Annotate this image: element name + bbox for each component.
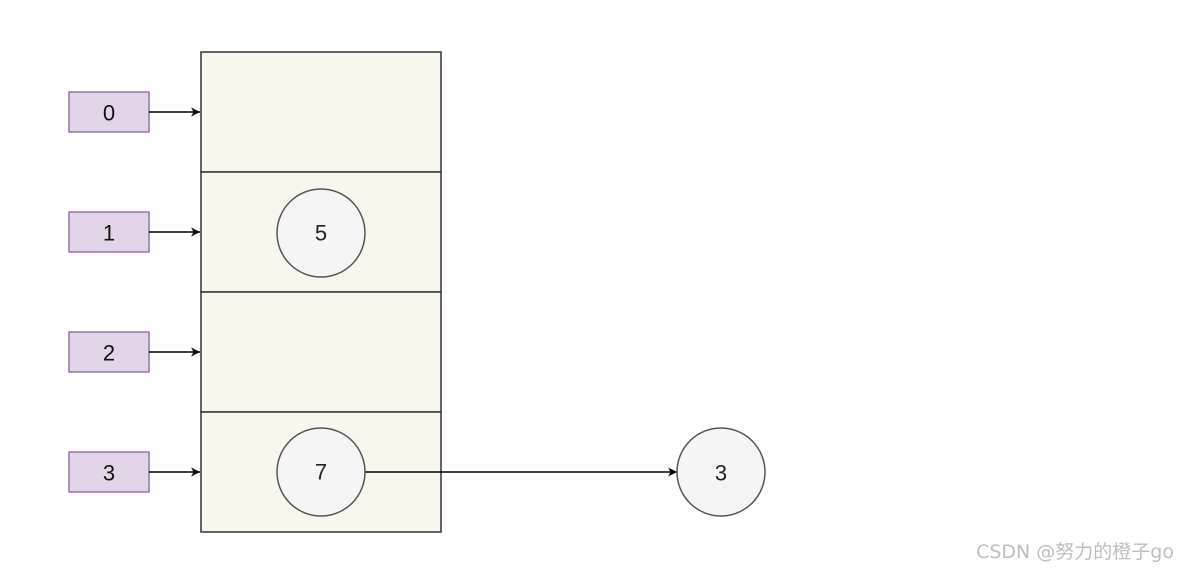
index-label-1: 1 (103, 221, 115, 246)
index-box-0: 0 (68, 91, 150, 133)
node-7-label: 7 (315, 460, 327, 485)
index-box-2: 2 (68, 331, 150, 373)
node-5-label: 5 (315, 221, 327, 246)
bucket-cell-2 (200, 291, 442, 413)
node-7: 7 (276, 427, 366, 517)
node-5: 5 (276, 188, 366, 278)
node-3: 3 (676, 427, 766, 517)
bucket-cell-0 (200, 51, 442, 173)
index-label-3: 3 (103, 461, 115, 486)
index-box-1: 1 (68, 211, 150, 253)
index-label-2: 2 (103, 341, 115, 366)
watermark: CSDN @努力的橙子go (976, 541, 1174, 563)
index-box-3: 3 (68, 451, 150, 493)
index-label-0: 0 (103, 101, 115, 126)
node-3-label: 3 (715, 461, 727, 486)
